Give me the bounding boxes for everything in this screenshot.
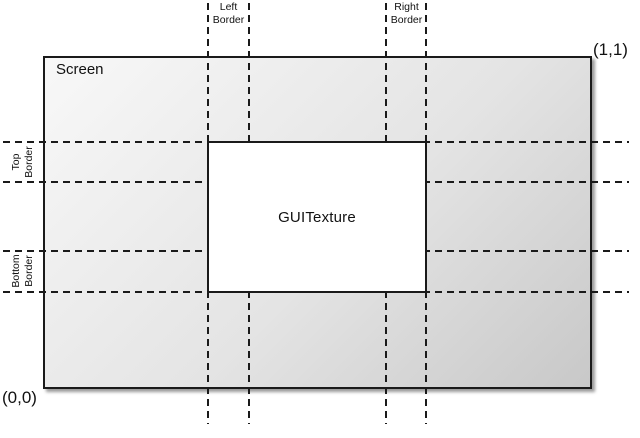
right-border-label: Right Border [386, 1, 427, 27]
bottom-border-label-line2: Border [23, 255, 35, 287]
coord-top-right-label: (1,1) [593, 40, 628, 59]
top-border-label-line2: Border [23, 146, 35, 178]
left-border-label-line2: Border [212, 14, 245, 26]
screen-label: Screen [56, 61, 104, 78]
top-border-label: Top Border [10, 142, 36, 182]
bottom-border-label: Bottom Border [10, 251, 36, 291]
guitexture-label: GUITexture [278, 208, 356, 226]
guitexture-rect: GUITexture [207, 141, 427, 293]
top-border-label-line1: Top [10, 153, 22, 171]
bottom-border-label-line1: Bottom [10, 254, 22, 288]
right-border-label-line2: Border [390, 14, 423, 26]
coord-origin-label: (0,0) [2, 388, 37, 407]
left-border-label: Left Border [208, 1, 249, 27]
right-border-label-line1: Right [394, 1, 419, 13]
left-border-label-line1: Left [219, 1, 238, 13]
